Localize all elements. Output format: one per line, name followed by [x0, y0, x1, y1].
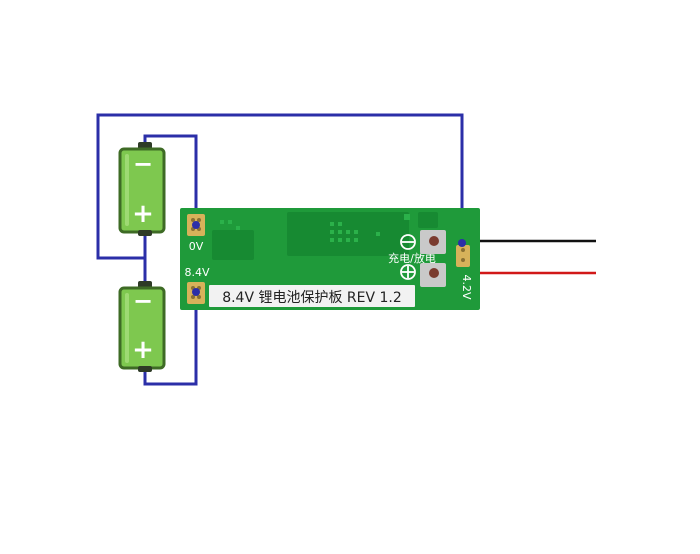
wire-top-loop — [143, 134, 198, 225]
wire-bottom-loop — [143, 292, 198, 386]
battery-top: − + — [118, 142, 166, 236]
pad-8v4-label: 8.4V — [184, 266, 209, 279]
wire-outer-loop — [96, 113, 464, 260]
protection-board: 0V 8.4V 8.4V 锂电池保护板 REV 1.2 充电/放电 4.2V — [180, 208, 480, 310]
pad-4v2 — [456, 245, 470, 267]
battery-bottom-plus: + — [132, 335, 154, 365]
board-components — [220, 214, 410, 242]
board-label-strip — [209, 285, 415, 307]
pad-0v-label: 0V — [189, 240, 204, 253]
board-label-text: 8.4V 锂电池保护板 REV 1.2 — [222, 290, 402, 306]
voltage-4v2-label: 4.2V — [460, 274, 473, 299]
battery-top-plus: + — [132, 199, 154, 229]
battery-bottom-minus: − — [133, 287, 153, 315]
board-minus-symbol-ring — [400, 234, 416, 250]
board-plus-symbol-ring — [400, 264, 416, 280]
battery-bottom: − + — [118, 281, 166, 372]
battery-top-minus: − — [133, 150, 153, 178]
charge-discharge-label: 充电/放电 — [388, 251, 436, 265]
